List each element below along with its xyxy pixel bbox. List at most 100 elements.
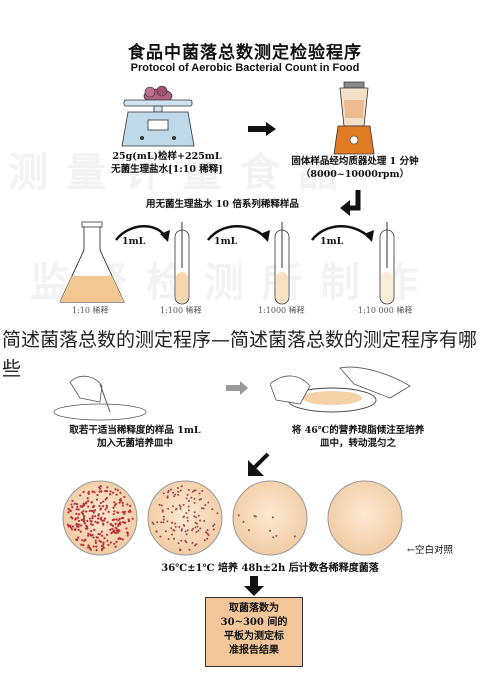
colony-dot [167,538,170,541]
arrow-down-icon [244,576,264,596]
colony-dot [87,544,90,547]
step-sample-weigh-line-2: 无菌生理盐水[1:10 稀释] [111,164,223,175]
colony-dot [151,521,154,524]
colony-dot [174,525,177,528]
colony-dot [79,505,82,508]
colony-dot [86,497,89,500]
colony-dot [117,519,120,522]
colony-dot [103,537,106,540]
colony-dot [78,523,81,526]
colony-dot [247,529,250,532]
colony-dot [184,530,187,533]
colony-dot [127,510,130,513]
colony-dot [93,509,97,512]
colony-dot [96,521,99,524]
colony-dot [113,504,116,507]
colony-dot [91,523,94,526]
pour-agar-illustration [270,366,411,413]
colony-dot [105,506,109,509]
result-line-1: 取菌落数为 [229,603,279,614]
colony-dot [105,490,109,493]
colony-dot [191,541,194,544]
colony-dot [103,519,106,522]
colony-dot [159,535,162,538]
colony-dot [188,548,191,551]
colony-dot [203,519,206,522]
colony-dot [91,515,94,518]
dish-3 [232,480,308,556]
colony-dot [155,530,158,533]
colony-dot [110,532,113,535]
colony-dot [76,538,79,542]
colony-dot [161,509,164,512]
step-serial-dilution: 用无菌生理盐水 10 倍系列稀释样品 [146,199,299,210]
colony-dot [162,515,165,518]
colony-dot [92,536,95,539]
colony-dot [254,515,257,518]
colony-dot [71,499,74,503]
colony-dot [197,529,200,532]
colony-dot [94,539,97,542]
colony-dot [80,524,83,527]
colony-dot [178,526,181,529]
colony-dot [90,509,93,512]
colony-dot [83,539,86,542]
colony-dot [174,508,177,511]
colony-dot [86,519,89,523]
colony-dot [67,507,70,510]
colony-dot [100,548,104,552]
colony-dot [177,493,180,496]
colony-dot [93,528,96,531]
colony-dot [162,521,165,524]
colony-dot [125,527,128,530]
colony-dot [73,502,76,505]
colony-dot [203,539,206,542]
colony-dot [119,491,122,494]
colony-dot [77,519,81,523]
blender-illustration [333,81,375,155]
colony-dot [195,530,198,533]
colony-dot [193,497,196,500]
colony-dot [118,501,121,504]
colony-dot [193,511,196,514]
colony-dot [166,520,169,523]
colony-dot [80,511,83,514]
colony-dot [98,486,101,489]
colony-dot [126,531,129,534]
dilution-label-1-10: 1:10 稀释 [72,306,109,315]
colony-dot [190,496,193,499]
colony-dot [79,530,82,533]
colony-dot [109,523,113,526]
colony-dot [85,524,88,527]
colony-dot [94,515,97,518]
colony-dot [86,527,89,530]
colony-dot [97,513,100,516]
colony-dot [107,543,110,546]
diagram-title: 食品中菌落总数测定检验程序 [128,43,362,63]
colony-dot [158,503,161,506]
colony-dot [69,524,72,527]
colony-dot [121,510,125,514]
colony-dot [174,493,177,496]
colony-dot [204,504,207,507]
colony-dot [88,517,92,520]
colony-dot [201,489,204,492]
colony-dot [293,535,296,538]
colony-dot [186,493,189,496]
colony-dot [176,487,179,490]
colony-dot [83,522,87,525]
colony-dot [75,525,79,528]
colony-dot [113,529,116,532]
colony-dot [121,538,124,541]
colony-dot [177,542,180,545]
colony-dot [216,512,219,515]
colony-dot [170,527,173,530]
colony-dot [200,507,203,510]
colony-dot [126,503,129,506]
colony-dot [182,515,185,518]
colony-dot [109,490,112,493]
colony-dot [179,507,182,510]
colony-dot [75,522,79,525]
colony-dot [167,507,170,510]
colony-dot [127,519,131,523]
